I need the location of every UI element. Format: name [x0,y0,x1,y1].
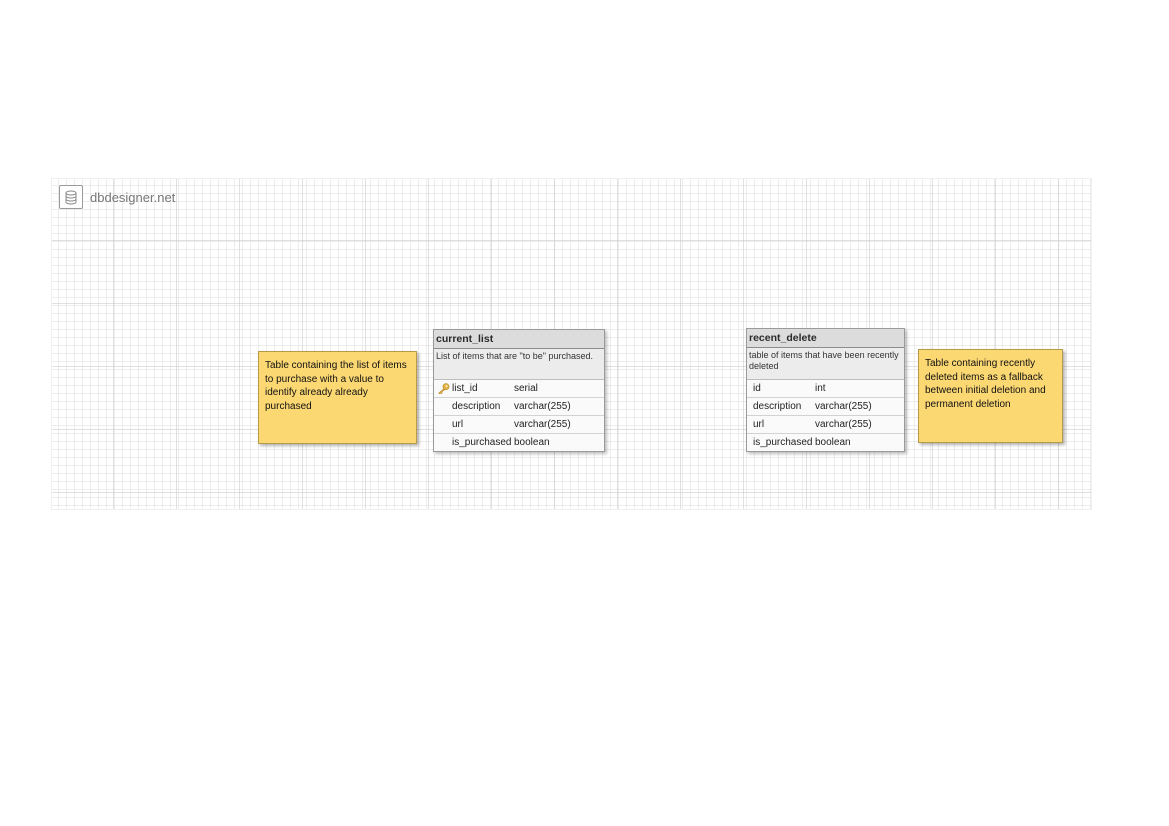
column-name: is_purchased [753,437,813,448]
table-row[interactable]: url varchar(255) [434,416,604,434]
table-current-list[interactable]: current_list List of items that are "to … [433,329,605,452]
column-type: boolean [815,437,851,448]
brand-name: dbdesigner.net [90,189,176,205]
primary-key-icon [434,383,452,394]
diagram-canvas[interactable]: dbdesigner.net Table containing the list… [51,178,1092,510]
column-name: description [753,401,802,412]
brand: dbdesigner.net [59,185,175,209]
table-row[interactable]: description varchar(255) [434,398,604,416]
column-name: description [452,401,501,412]
column-name: id [753,383,761,394]
table-row[interactable]: description varchar(255) [747,398,904,416]
note-text: Table containing the list of items to pu… [265,360,407,412]
table-description: List of items that are "to be" purchased… [434,349,604,380]
sticky-note[interactable]: Table containing recently deleted items … [918,349,1063,443]
column-type: boolean [514,437,550,448]
column-type: varchar(255) [514,419,571,430]
column-name: url [753,419,765,430]
column-name: list_id [452,383,478,394]
sticky-note[interactable]: Table containing the list of items to pu… [258,351,417,444]
column-type: int [815,383,826,394]
table-name[interactable]: current_list [434,330,604,349]
table-description: table of items that have been recently d… [747,348,904,380]
table-row[interactable]: is_purchased boolean [747,434,904,451]
table-row[interactable]: id int [747,380,904,398]
table-recent-delete[interactable]: recent_delete table of items that have b… [746,328,905,452]
column-type: varchar(255) [815,401,872,412]
column-name: url [452,419,464,430]
table-row[interactable]: url varchar(255) [747,416,904,434]
column-type: serial [514,383,538,394]
note-text: Table containing recently deleted items … [925,358,1046,410]
table-row[interactable]: list_id serial [434,380,604,398]
column-name: is_purchased [452,437,512,448]
table-name[interactable]: recent_delete [747,329,904,348]
column-type: varchar(255) [815,419,872,430]
table-row[interactable]: is_purchased boolean [434,434,604,451]
database-icon [59,185,83,209]
column-type: varchar(255) [514,401,571,412]
